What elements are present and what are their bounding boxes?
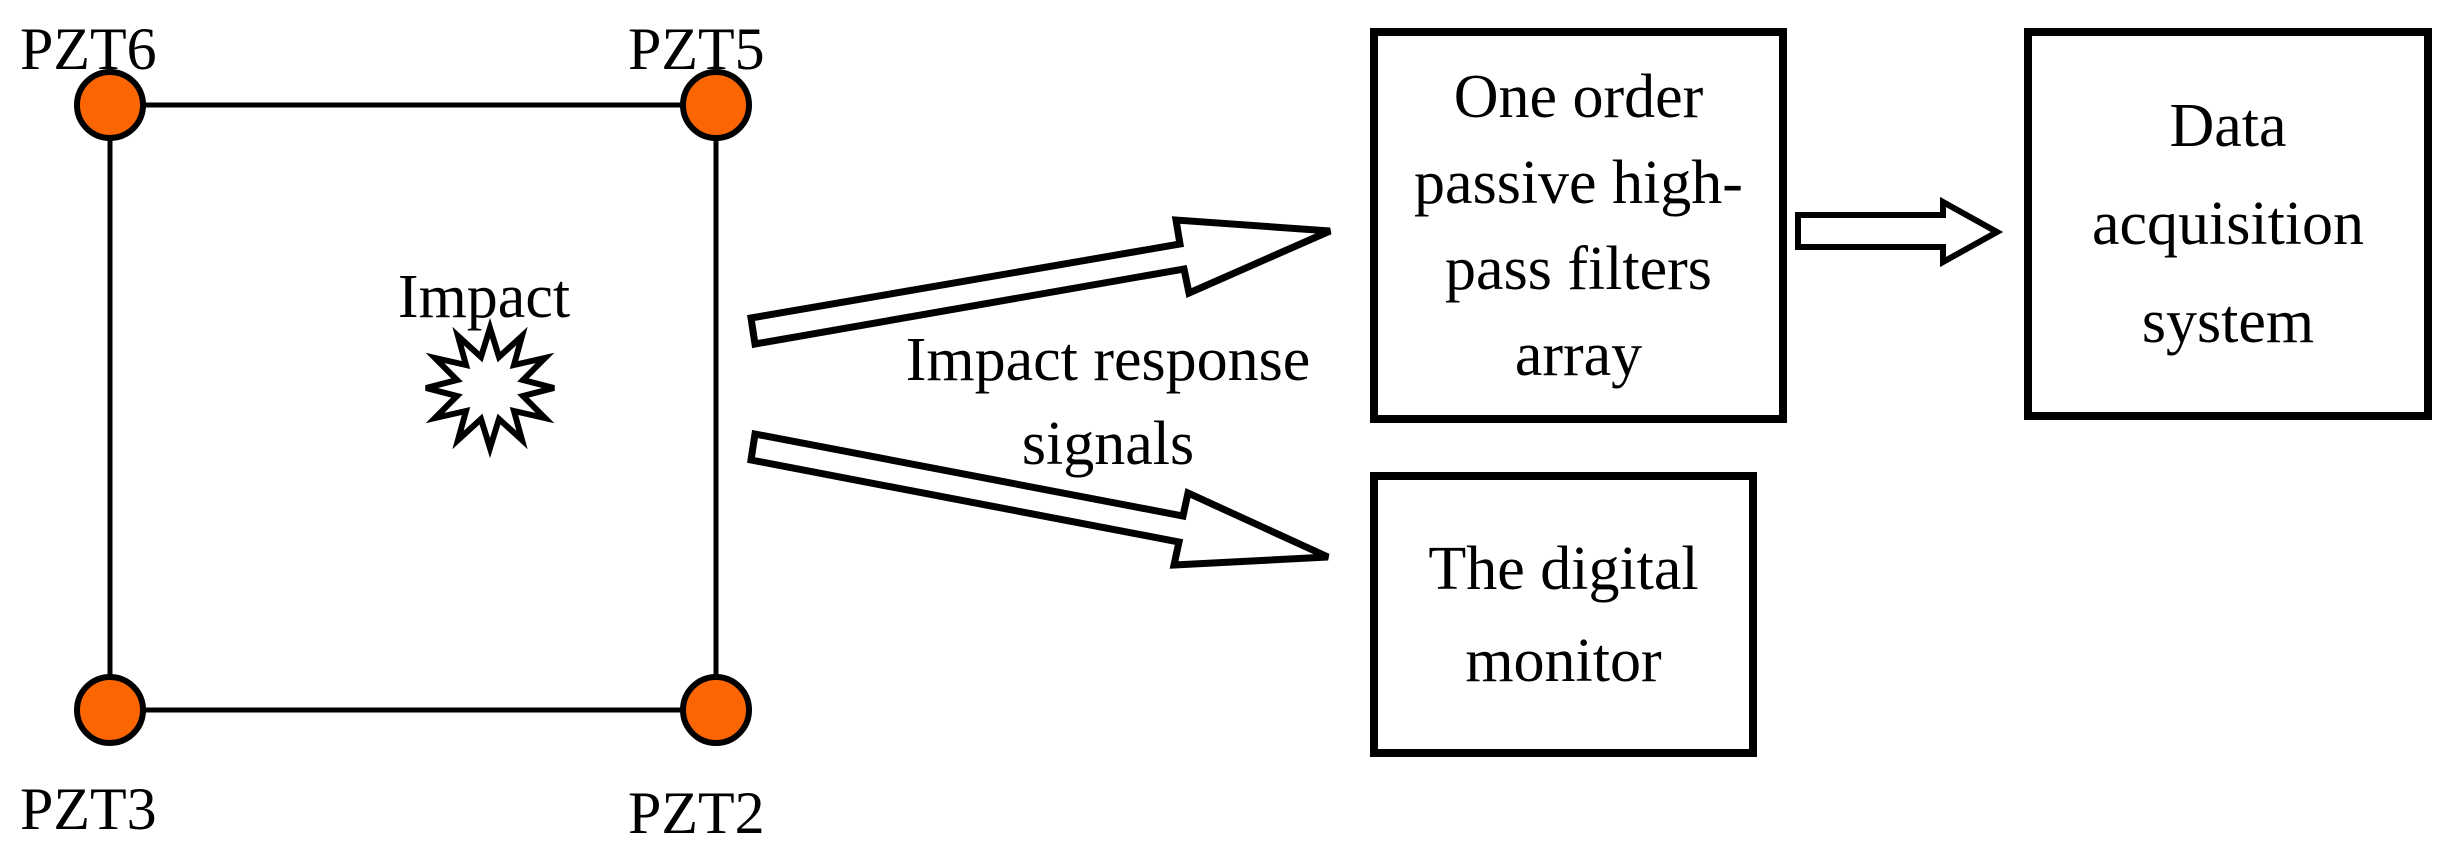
filters-box: One order passive high- pass filters arr… bbox=[1370, 28, 1787, 423]
filters-box-text: One order passive high- pass filters arr… bbox=[1414, 54, 1743, 398]
impact-label: Impact bbox=[397, 263, 571, 331]
daq-box: Data acquisition system bbox=[2024, 28, 2432, 420]
filters-box-line1: One order bbox=[1453, 62, 1704, 131]
filters-box-line4: array bbox=[1514, 320, 1643, 389]
pzt6-label: PZT6 bbox=[20, 16, 157, 82]
block-arrow-right-icon bbox=[1795, 196, 2004, 268]
pzt5-label: PZT5 bbox=[628, 16, 765, 82]
pzt2-sensor-dot bbox=[680, 674, 752, 746]
pzt5-sensor-dot bbox=[680, 69, 752, 141]
filters-box-line2: passive high- bbox=[1414, 148, 1743, 217]
pzt3-sensor-dot bbox=[74, 674, 146, 746]
starburst-icon bbox=[425, 317, 555, 459]
daq-box-line2: acquisition bbox=[2091, 190, 2365, 258]
filters-box-line3: pass filters bbox=[1445, 234, 1712, 303]
pzt3-label: PZT3 bbox=[20, 776, 157, 842]
daq-box-line1: Data bbox=[2169, 92, 2287, 160]
daq-box-line3: system bbox=[2141, 288, 2315, 356]
monitor-box-text: The digital monitor bbox=[1428, 523, 1698, 707]
plate-outline bbox=[107, 102, 719, 713]
monitor-box-line2: monitor bbox=[1465, 626, 1662, 695]
pzt2-label: PZT2 bbox=[628, 780, 765, 846]
daq-box-text: Data acquisition system bbox=[2092, 77, 2364, 371]
monitor-box: The digital monitor bbox=[1370, 472, 1757, 757]
signal-caption-line2: signals bbox=[1021, 410, 1195, 478]
block-arrow-down-icon bbox=[747, 429, 1330, 569]
monitor-box-line1: The digital bbox=[1428, 534, 1699, 603]
block-arrow-up-icon bbox=[747, 216, 1332, 349]
signal-caption: Impact response signals bbox=[858, 318, 1358, 486]
signal-caption-line1: Impact response bbox=[905, 326, 1311, 394]
pzt6-sensor-dot bbox=[74, 69, 146, 141]
